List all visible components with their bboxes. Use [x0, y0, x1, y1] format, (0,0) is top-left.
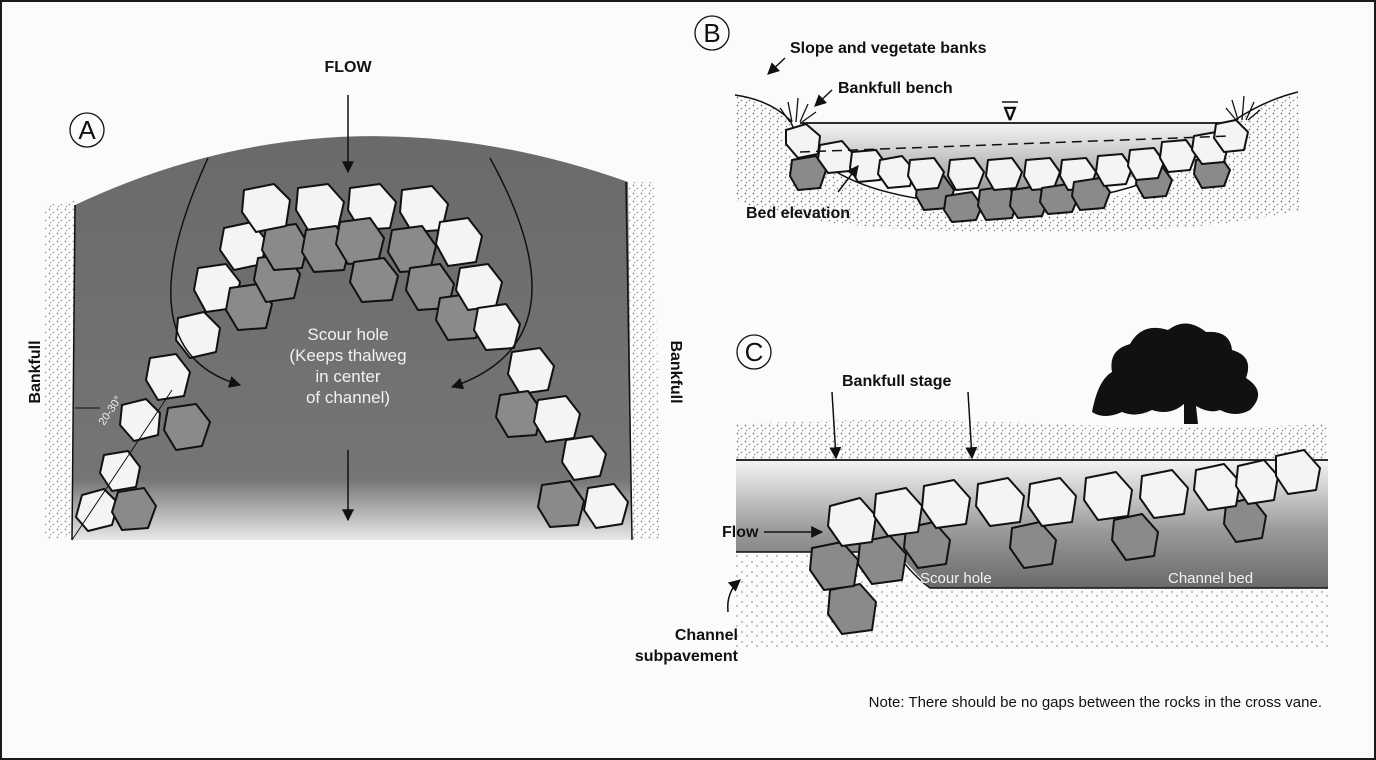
rock	[112, 488, 156, 530]
panel-b-bench-arrow	[815, 90, 832, 106]
panel-c-subpavement-line-2: subpavement	[635, 648, 739, 665]
footnote: Note: There should be no gaps between th…	[869, 694, 1322, 711]
panel-b: B Slope and vegetate banks Bankfull benc…	[695, 16, 1300, 232]
panel-b-bench-label: Bankfull bench	[838, 80, 953, 97]
panel-c-flow-label: Flow	[722, 524, 759, 541]
rock	[262, 224, 308, 270]
panel-c-bed-label: Channel bed	[1168, 570, 1253, 587]
panel-a: A FLOW Bankfull Bankfull 20-30° Scour ho…	[27, 59, 684, 540]
rock	[986, 158, 1022, 190]
panel-a-scour-line-2: (Keeps thalweg	[289, 346, 406, 365]
panel-b-bed-label: Bed elevation	[746, 205, 850, 222]
panel-b-letter: B	[703, 18, 720, 48]
panel-c: C Bankfull stage Flow Scour hole Channel…	[635, 323, 1328, 665]
rock	[1160, 140, 1196, 172]
panel-c-floodplain-stipple	[736, 420, 1328, 460]
panel-b-slope-label: Slope and vegetate banks	[790, 40, 987, 57]
rock	[1096, 154, 1132, 186]
panel-c-stage-label: Bankfull stage	[842, 373, 951, 390]
rock	[948, 158, 984, 190]
panel-a-letter: A	[78, 115, 96, 145]
panel-c-letter: C	[745, 337, 764, 367]
panel-a-scour-line-1: Scour hole	[307, 325, 388, 344]
panel-a-bankfull-left-label: Bankfull	[27, 340, 44, 403]
panel-a-flow-label: FLOW	[324, 59, 372, 76]
panel-c-scour-label: Scour hole	[920, 570, 992, 587]
panel-c-subpavement-line-1: Channel	[675, 627, 738, 644]
panel-a-bankfull-right-label: Bankfull	[667, 340, 684, 403]
rock	[1128, 148, 1164, 180]
panel-b-slope-arrow	[768, 58, 785, 74]
rock	[944, 192, 982, 222]
panel-c-tree-icon	[1092, 323, 1258, 424]
panel-a-scour-line-4: of channel)	[306, 388, 390, 407]
panel-a-scour-line-3: in center	[315, 367, 381, 386]
panel-b-water-symbol: ∇	[1003, 104, 1017, 124]
rock	[908, 158, 944, 190]
